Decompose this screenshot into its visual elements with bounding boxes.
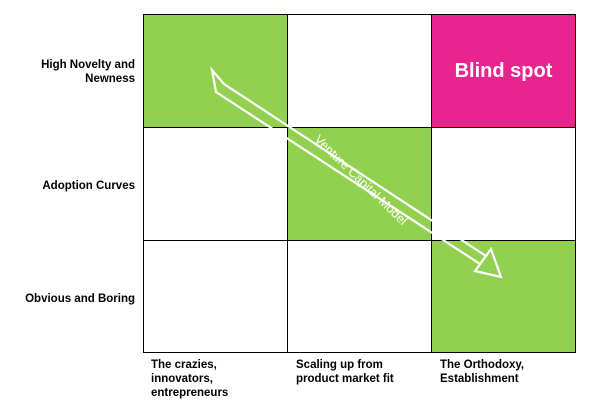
cell-blind-spot: Blind spot (431, 14, 576, 128)
row-label-adoption-curves: Adoption Curves (42, 180, 135, 192)
matrix-grid: Blind spot (143, 14, 576, 353)
col-label-scaling: Scaling up from product market fit (296, 359, 394, 385)
cell-r2-c2 (287, 127, 432, 241)
blind-spot-label: Blind spot (454, 59, 553, 82)
col-label-crazies: The crazies, innovators, entrepreneurs (151, 359, 229, 399)
cell-r3-c3 (431, 240, 576, 353)
col-label-orthodoxy: The Orthodoxy, Establishment (440, 359, 525, 385)
cell-r3-c2 (287, 240, 432, 353)
row-label-obvious-boring: Obvious and Boring (25, 293, 135, 305)
cell-r1-c2 (287, 14, 432, 128)
arrow-shape (210, 66, 503, 279)
row-label-high-novelty: High Novelty and Newness (41, 59, 135, 85)
cell-r2-c1 (143, 127, 288, 241)
arrow-label: Venture Capital Model (312, 132, 410, 228)
cell-r2-c3 (431, 127, 576, 241)
